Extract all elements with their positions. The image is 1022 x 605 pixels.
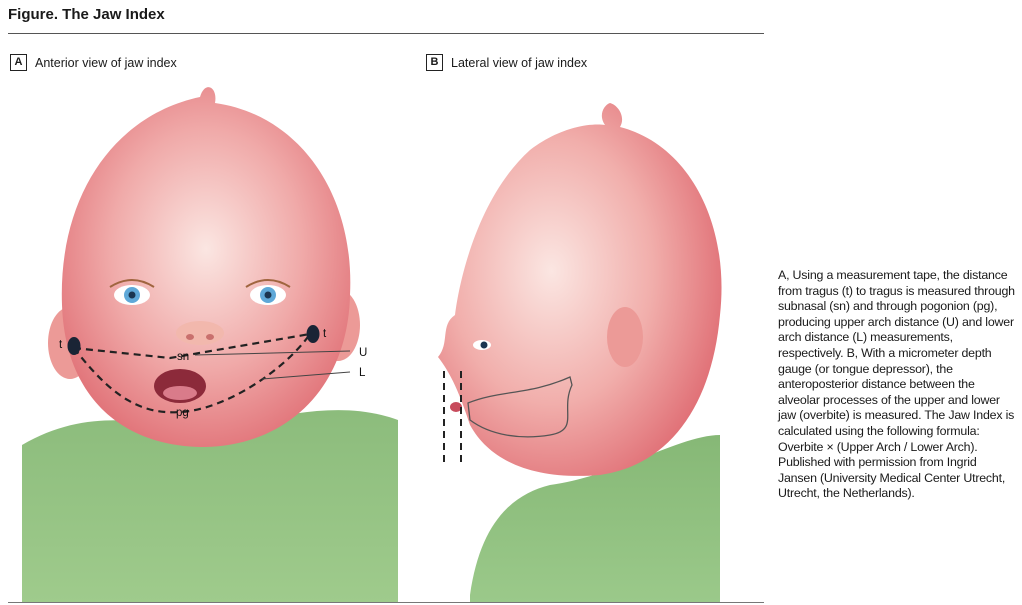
panel-a-header: A Anterior view of jaw index xyxy=(10,54,177,71)
anterior-illustration: t t sn pg U L xyxy=(0,75,420,603)
panel-b-letter: B xyxy=(426,54,443,71)
head-anterior xyxy=(62,87,351,447)
title-divider xyxy=(8,33,764,34)
nose xyxy=(176,321,224,345)
lateral-illustration xyxy=(420,75,760,603)
panel-a-letter: A xyxy=(10,54,27,71)
subnasal-label: sn xyxy=(177,351,189,363)
panel-b-heading: Lateral view of jaw index xyxy=(451,56,587,70)
tragus-right-marker xyxy=(307,325,320,343)
ear-lateral xyxy=(607,307,643,367)
head-lateral xyxy=(438,103,722,476)
lower-arch-label: L xyxy=(359,367,366,379)
panel-b-header: B Lateral view of jaw index xyxy=(426,54,587,71)
figure-title: Figure. The Jaw Index xyxy=(8,6,165,23)
panel-a-heading: Anterior view of jaw index xyxy=(35,56,177,70)
upper-arch-label: U xyxy=(359,347,367,359)
pogonion-label: pg xyxy=(176,407,189,419)
tragus-left-marker xyxy=(68,337,81,355)
bottom-divider xyxy=(8,602,764,603)
figure-caption: A, Using a measurement tape, the distanc… xyxy=(778,268,1018,502)
